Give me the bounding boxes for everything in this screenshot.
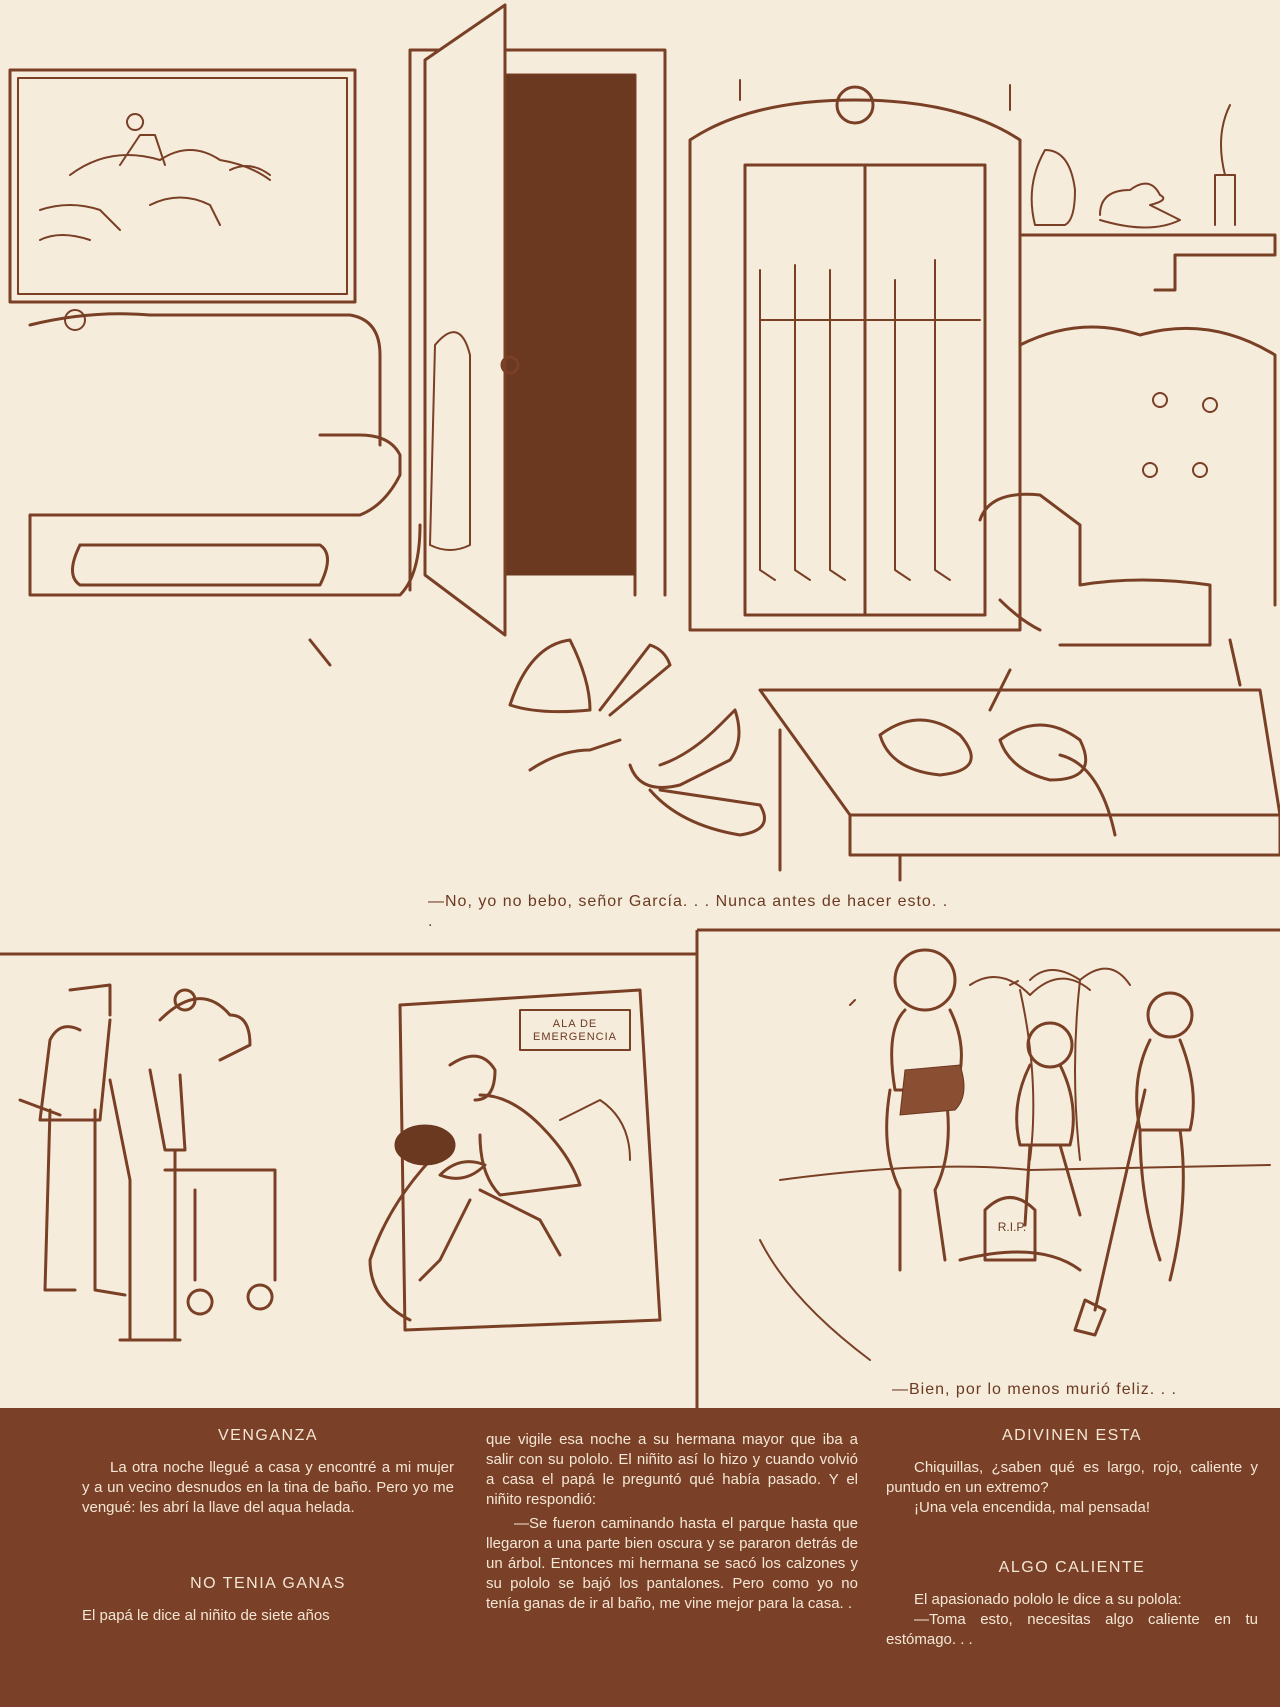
tombstone-text: R.I.P. (997, 1220, 1027, 1234)
emergency-sign: ALA DE EMERGENCIA (533, 1018, 617, 1043)
joke-continuation-no-tenia-ganas: que vigile esa noche a su hermana mayor … (486, 1431, 858, 1508)
coffee-table (758, 688, 1280, 882)
island-cartoon (759, 948, 1271, 1361)
joke-title-adivinen-esta: ADIVINEN ESTA (1001, 1427, 1143, 1444)
joke-answer-adivinen-esta: ¡Una vela encendida, mal pensada! (914, 1499, 1150, 1516)
island-cartoon-caption: —Bien, por lo menos murió feliz. . . (892, 1381, 1177, 1398)
jokes-section: VENGANZA La otra noche llegué a casa y e… (0, 1408, 1280, 1707)
joke-answer-no-tenia-ganas: —Se fueron caminando hasta el parque has… (486, 1515, 858, 1612)
armchair (978, 325, 1277, 712)
jokes-column-left: VENGANZA La otra noche llegué a casa y e… (82, 1408, 454, 1626)
jokes-column-right: ADIVINEN ESTA Chiquillas, ¿saben qué es … (886, 1408, 1258, 1650)
joke-quote-algo-caliente: —Toma esto, necesitas algo caliente en t… (886, 1611, 1258, 1648)
shelf-ornaments (1018, 104, 1277, 292)
hunting-painting (8, 68, 357, 304)
sofa (28, 309, 422, 667)
jokes-column-middle: que vigile esa noche a su hermana mayor … (486, 1410, 858, 1614)
joke-title-venganza: VENGANZA (217, 1427, 318, 1444)
joke-intro-algo-caliente: El apasionado pololo le dice a su polola… (914, 1591, 1182, 1608)
open-door (408, 3, 667, 637)
joke-body-venganza: La otra noche llegué a casa y encontré a… (82, 1459, 454, 1516)
joke-question-adivinen-esta: Chiquillas, ¿saben qué es largo, rojo, c… (886, 1459, 1258, 1496)
hospital-cartoon (18, 983, 662, 1342)
top-cartoon-living-room (8, 3, 1280, 882)
joke-title-no-tenia-ganas: NO TENIA GANAS (190, 1575, 346, 1592)
gun-cabinet (688, 79, 1022, 632)
scattered-clothes (508, 638, 766, 837)
joke-title-algo-caliente: ALGO CALIENTE (998, 1559, 1146, 1576)
top-cartoon-caption: —No, yo no bebo, señor García. . . Nunca… (428, 893, 949, 930)
joke-intro-no-tenia-ganas: El papá le dice al niñito de siete años (82, 1607, 330, 1624)
cartoon-illustrations (0, 3, 1280, 1408)
